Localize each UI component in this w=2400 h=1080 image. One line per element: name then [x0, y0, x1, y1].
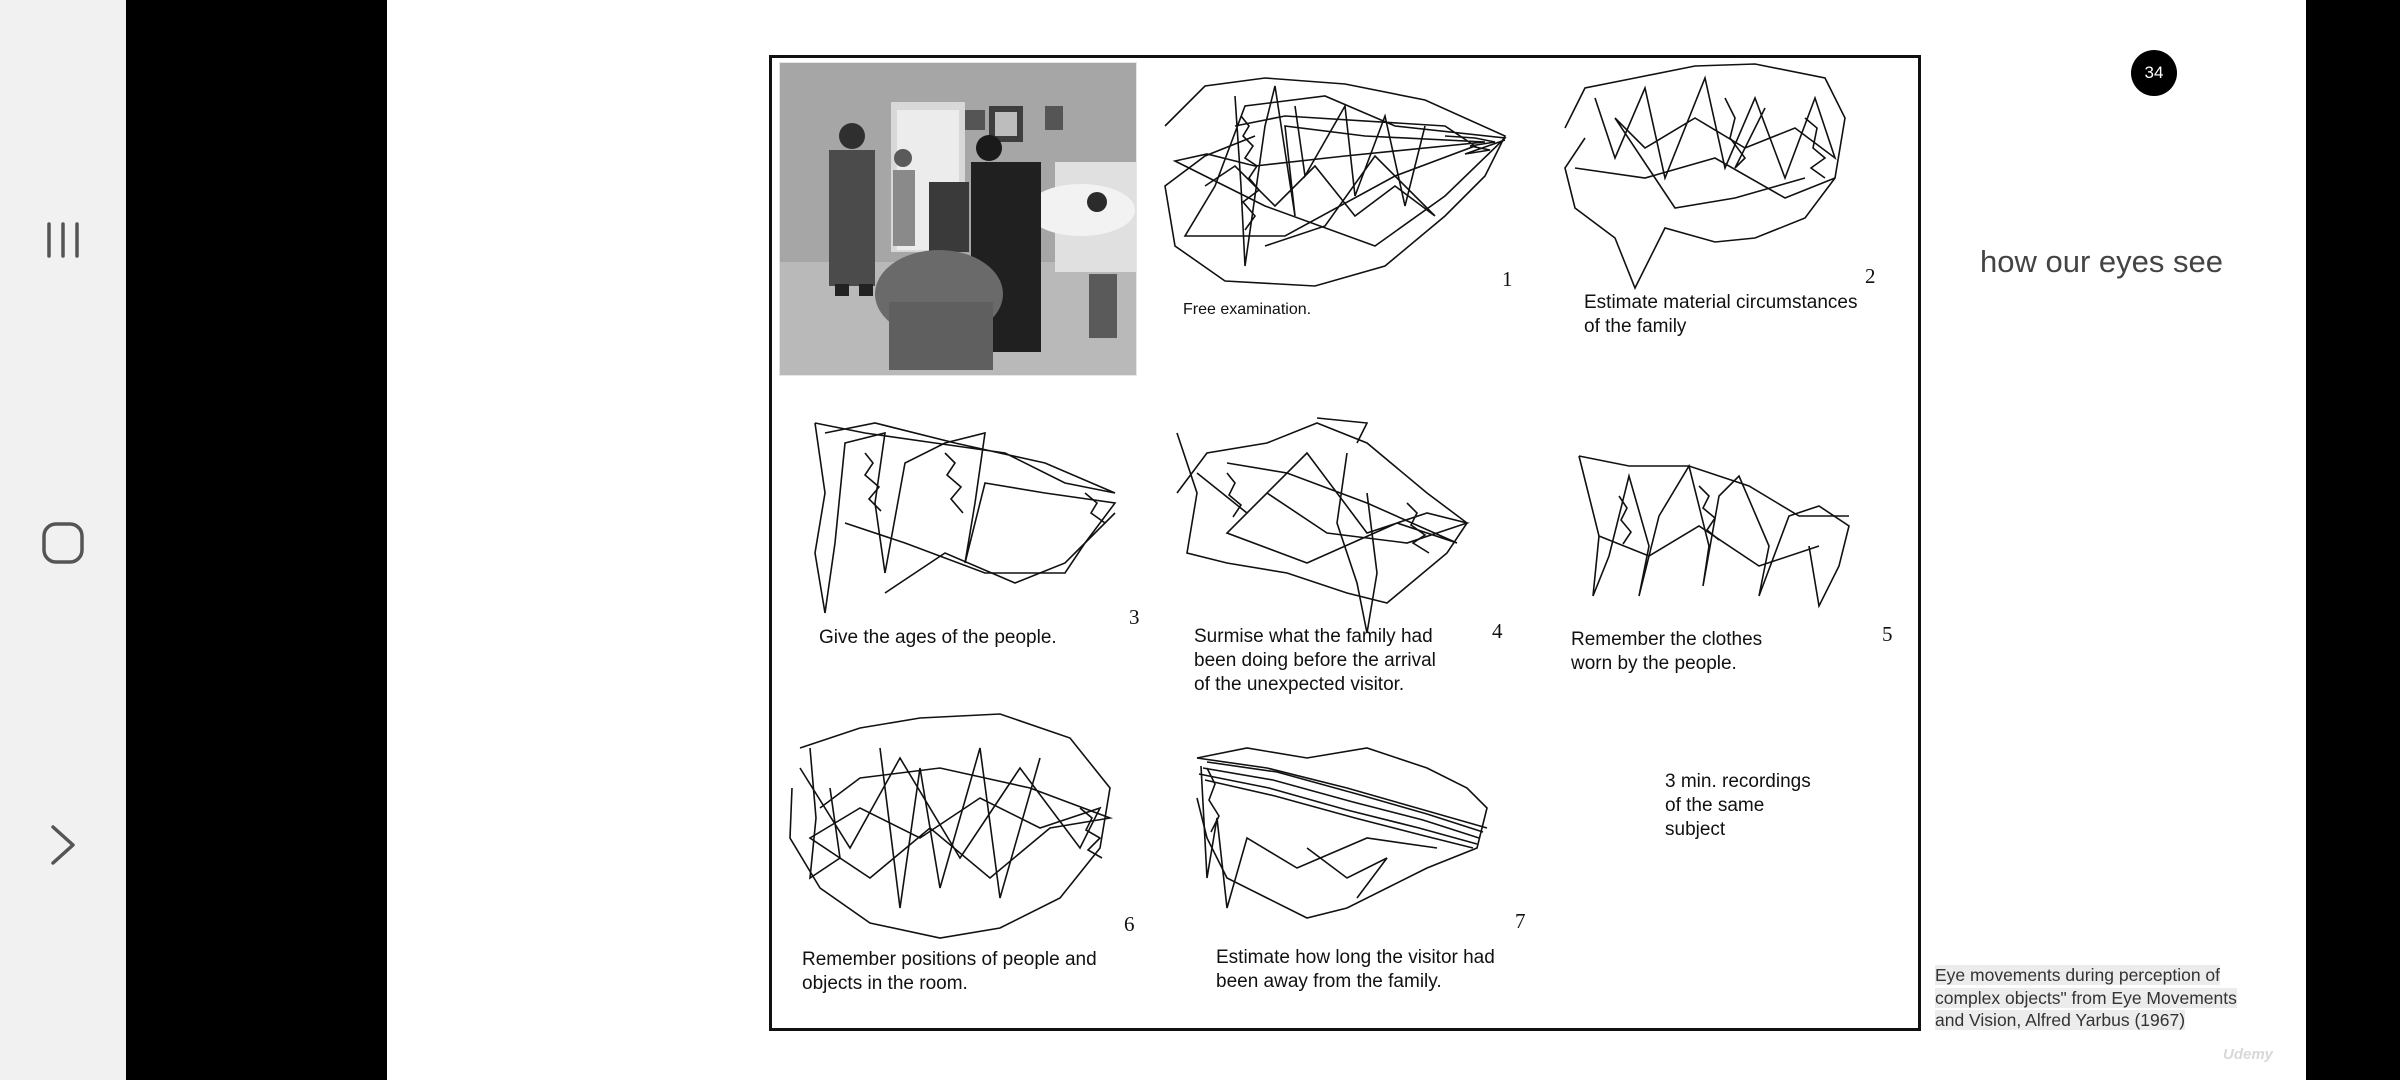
figure-citation: Eye movements during perception of compl…	[1935, 964, 2253, 1032]
caption-6: Remember positions of people and objects…	[802, 949, 1097, 994]
scanpath-2	[1564, 63, 1846, 290]
caption-2: Estimate material circumstances of the f…	[1584, 292, 1858, 337]
painting-image	[779, 62, 1137, 376]
chevron-right-icon	[51, 825, 75, 865]
system-navigation-bar	[0, 0, 126, 1080]
home-icon	[42, 522, 84, 564]
caption-5: Remember the clothes worn by the people.	[1571, 629, 1763, 674]
scanpath-6	[789, 713, 1114, 939]
panel-number-7: 7	[1515, 909, 1526, 933]
panel-number-3: 3	[1129, 605, 1140, 629]
back-button[interactable]	[23, 805, 103, 885]
home-button[interactable]	[23, 503, 103, 583]
recording-note: 3 min. recordings of the same subject	[1665, 771, 1811, 840]
scanpath-4	[1176, 417, 1470, 634]
presentation-viewer: Free examination. 1 Estimate material ci…	[126, 0, 2400, 1080]
panel-number-4: 4	[1492, 619, 1503, 643]
yarbus-figure: Free examination. 1 Estimate material ci…	[769, 55, 1921, 1031]
panel-number-6: 6	[1124, 912, 1135, 936]
udemy-watermark: Udemy	[2223, 1046, 2274, 1063]
slide-number-badge: 34	[2131, 50, 2177, 96]
panel-number-1: 1	[1502, 267, 1513, 291]
recent-apps-button[interactable]	[23, 200, 103, 280]
scanpath-5	[1578, 455, 1850, 609]
scanpath-7	[1196, 747, 1488, 919]
caption-4: Surmise what the family had been doing b…	[1194, 626, 1436, 695]
slide[interactable]: Free examination. 1 Estimate material ci…	[387, 0, 2306, 1080]
panel-number-5: 5	[1882, 622, 1893, 646]
caption-7: Estimate how long the visitor had been a…	[1216, 947, 1495, 992]
slide-title: how our eyes see	[1980, 244, 2223, 279]
scanpath-3	[814, 422, 1117, 614]
recent-apps-icon	[47, 222, 79, 258]
caption-1: Free examination.	[1183, 301, 1312, 318]
citation-text: Eye movements during perception of compl…	[1935, 965, 2237, 1030]
caption-3: Give the ages of the people.	[819, 627, 1057, 648]
panel-number-2: 2	[1865, 264, 1876, 288]
scanpath-1	[1164, 77, 1507, 287]
